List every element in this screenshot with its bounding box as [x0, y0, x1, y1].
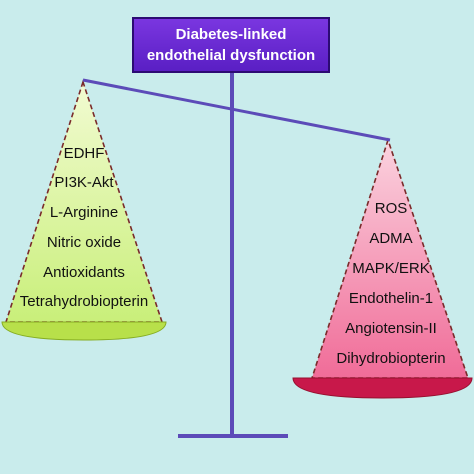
left-item-3: L-Arginine: [49, 204, 119, 221]
right-pan-base: [292, 377, 473, 399]
right-item-1: ROS: [374, 200, 408, 217]
title-line-2: endothelial dysfunction: [146, 47, 316, 64]
left-item-6: Tetrahydrobiopterin: [19, 293, 149, 310]
balance-beam: [82, 78, 391, 142]
title-line-1: Diabetes-linked: [175, 26, 287, 43]
title-box: Diabetes-linked endothelial dysfunction: [132, 17, 330, 73]
left-item-2: PI3K-Akt: [54, 174, 114, 191]
left-pan-cone: [4, 79, 164, 323]
right-pan-cone: [310, 137, 470, 379]
left-pan-base: [1, 321, 167, 341]
right-item-2: ADMA: [369, 230, 413, 247]
right-item-4: Endothelin-1: [348, 290, 434, 307]
right-item-6: Dihydrobiopterin: [336, 350, 446, 367]
right-item-3: MAPK/ERK: [352, 260, 430, 277]
left-item-4: Nitric oxide: [46, 234, 122, 251]
left-item-1: EDHF: [63, 145, 105, 162]
left-item-5: Antioxidants: [43, 264, 125, 281]
right-item-5: Angiotensin-II: [345, 320, 437, 337]
